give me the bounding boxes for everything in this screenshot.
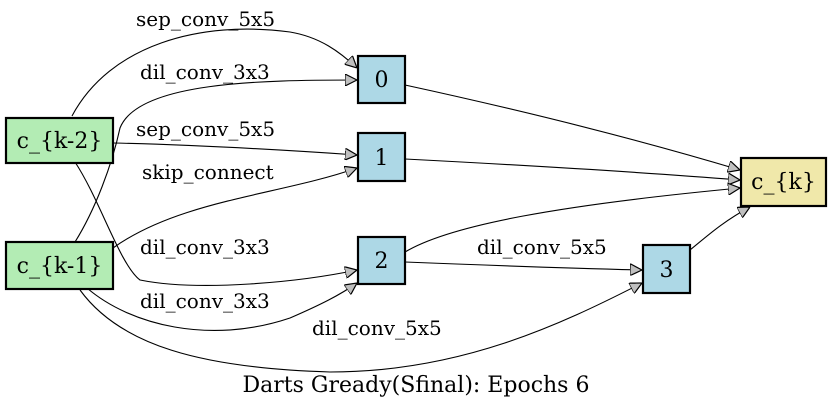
node-0-label: 0 [375,68,389,93]
node-2: 2 [356,235,407,286]
edge-label-ck1-to-0: dil_conv_3x3 [140,60,270,84]
edge-1-to-ck [404,158,740,180]
edge-label-ck1-to-3: dil_conv_5x5 [312,316,442,340]
node-ck-label: c_{k} [751,170,816,195]
edge-ck2-to-2 [74,161,357,286]
node-0-box [356,54,407,105]
node-ck-box [739,156,828,208]
edge-label-ck2-to-1: sep_conv_5x5 [136,117,275,141]
edge-ck2-to-0 [71,28,357,117]
edge-label-ck1-to-2: dil_conv_3x3 [140,289,270,313]
node-ck2-box [4,116,115,165]
edge-labels: sep_conv_5x5 dil_conv_3x3 sep_conv_5x5 s… [136,7,607,340]
node-3: 3 [641,243,692,295]
edge-3-to-ck [689,207,750,251]
edge-0-to-ck [404,84,740,170]
edge-ck1-to-1 [112,168,357,249]
node-ck1-box [4,240,115,291]
edge-label-ck1-to-1: skip_connect [142,160,274,184]
node-1-box [356,131,407,183]
edge-label-ck2-to-2: dil_conv_3x3 [140,235,270,259]
node-1-label: 1 [375,146,389,171]
edge-label-2-to-3: dil_conv_5x5 [477,235,607,259]
edge-2-to-3 [404,261,642,270]
diagram-caption: Darts Gready(Sfinal): Epochs 6 [243,373,590,398]
node-ck1-label: c_{k-1} [17,254,103,279]
edge-ck1-to-3 [79,283,642,373]
node-ck1: c_{k-1} [4,240,115,291]
edges [71,28,750,373]
node-0: 0 [356,54,407,105]
node-2-label: 2 [375,249,389,274]
node-2-box [356,235,407,286]
edge-ck1-to-2 [86,283,357,331]
node-3-label: 3 [660,258,674,283]
node-ck2: c_{k-2} [4,116,115,165]
edge-ck2-to-1 [112,142,357,155]
node-3-box [641,243,692,295]
edge-label-ck2-to-0: sep_conv_5x5 [136,7,275,31]
edge-2-to-ck [404,188,740,253]
node-ck: c_{k} [739,156,828,208]
node-1: 1 [356,131,407,183]
node-ck2-label: c_{k-2} [17,129,103,154]
